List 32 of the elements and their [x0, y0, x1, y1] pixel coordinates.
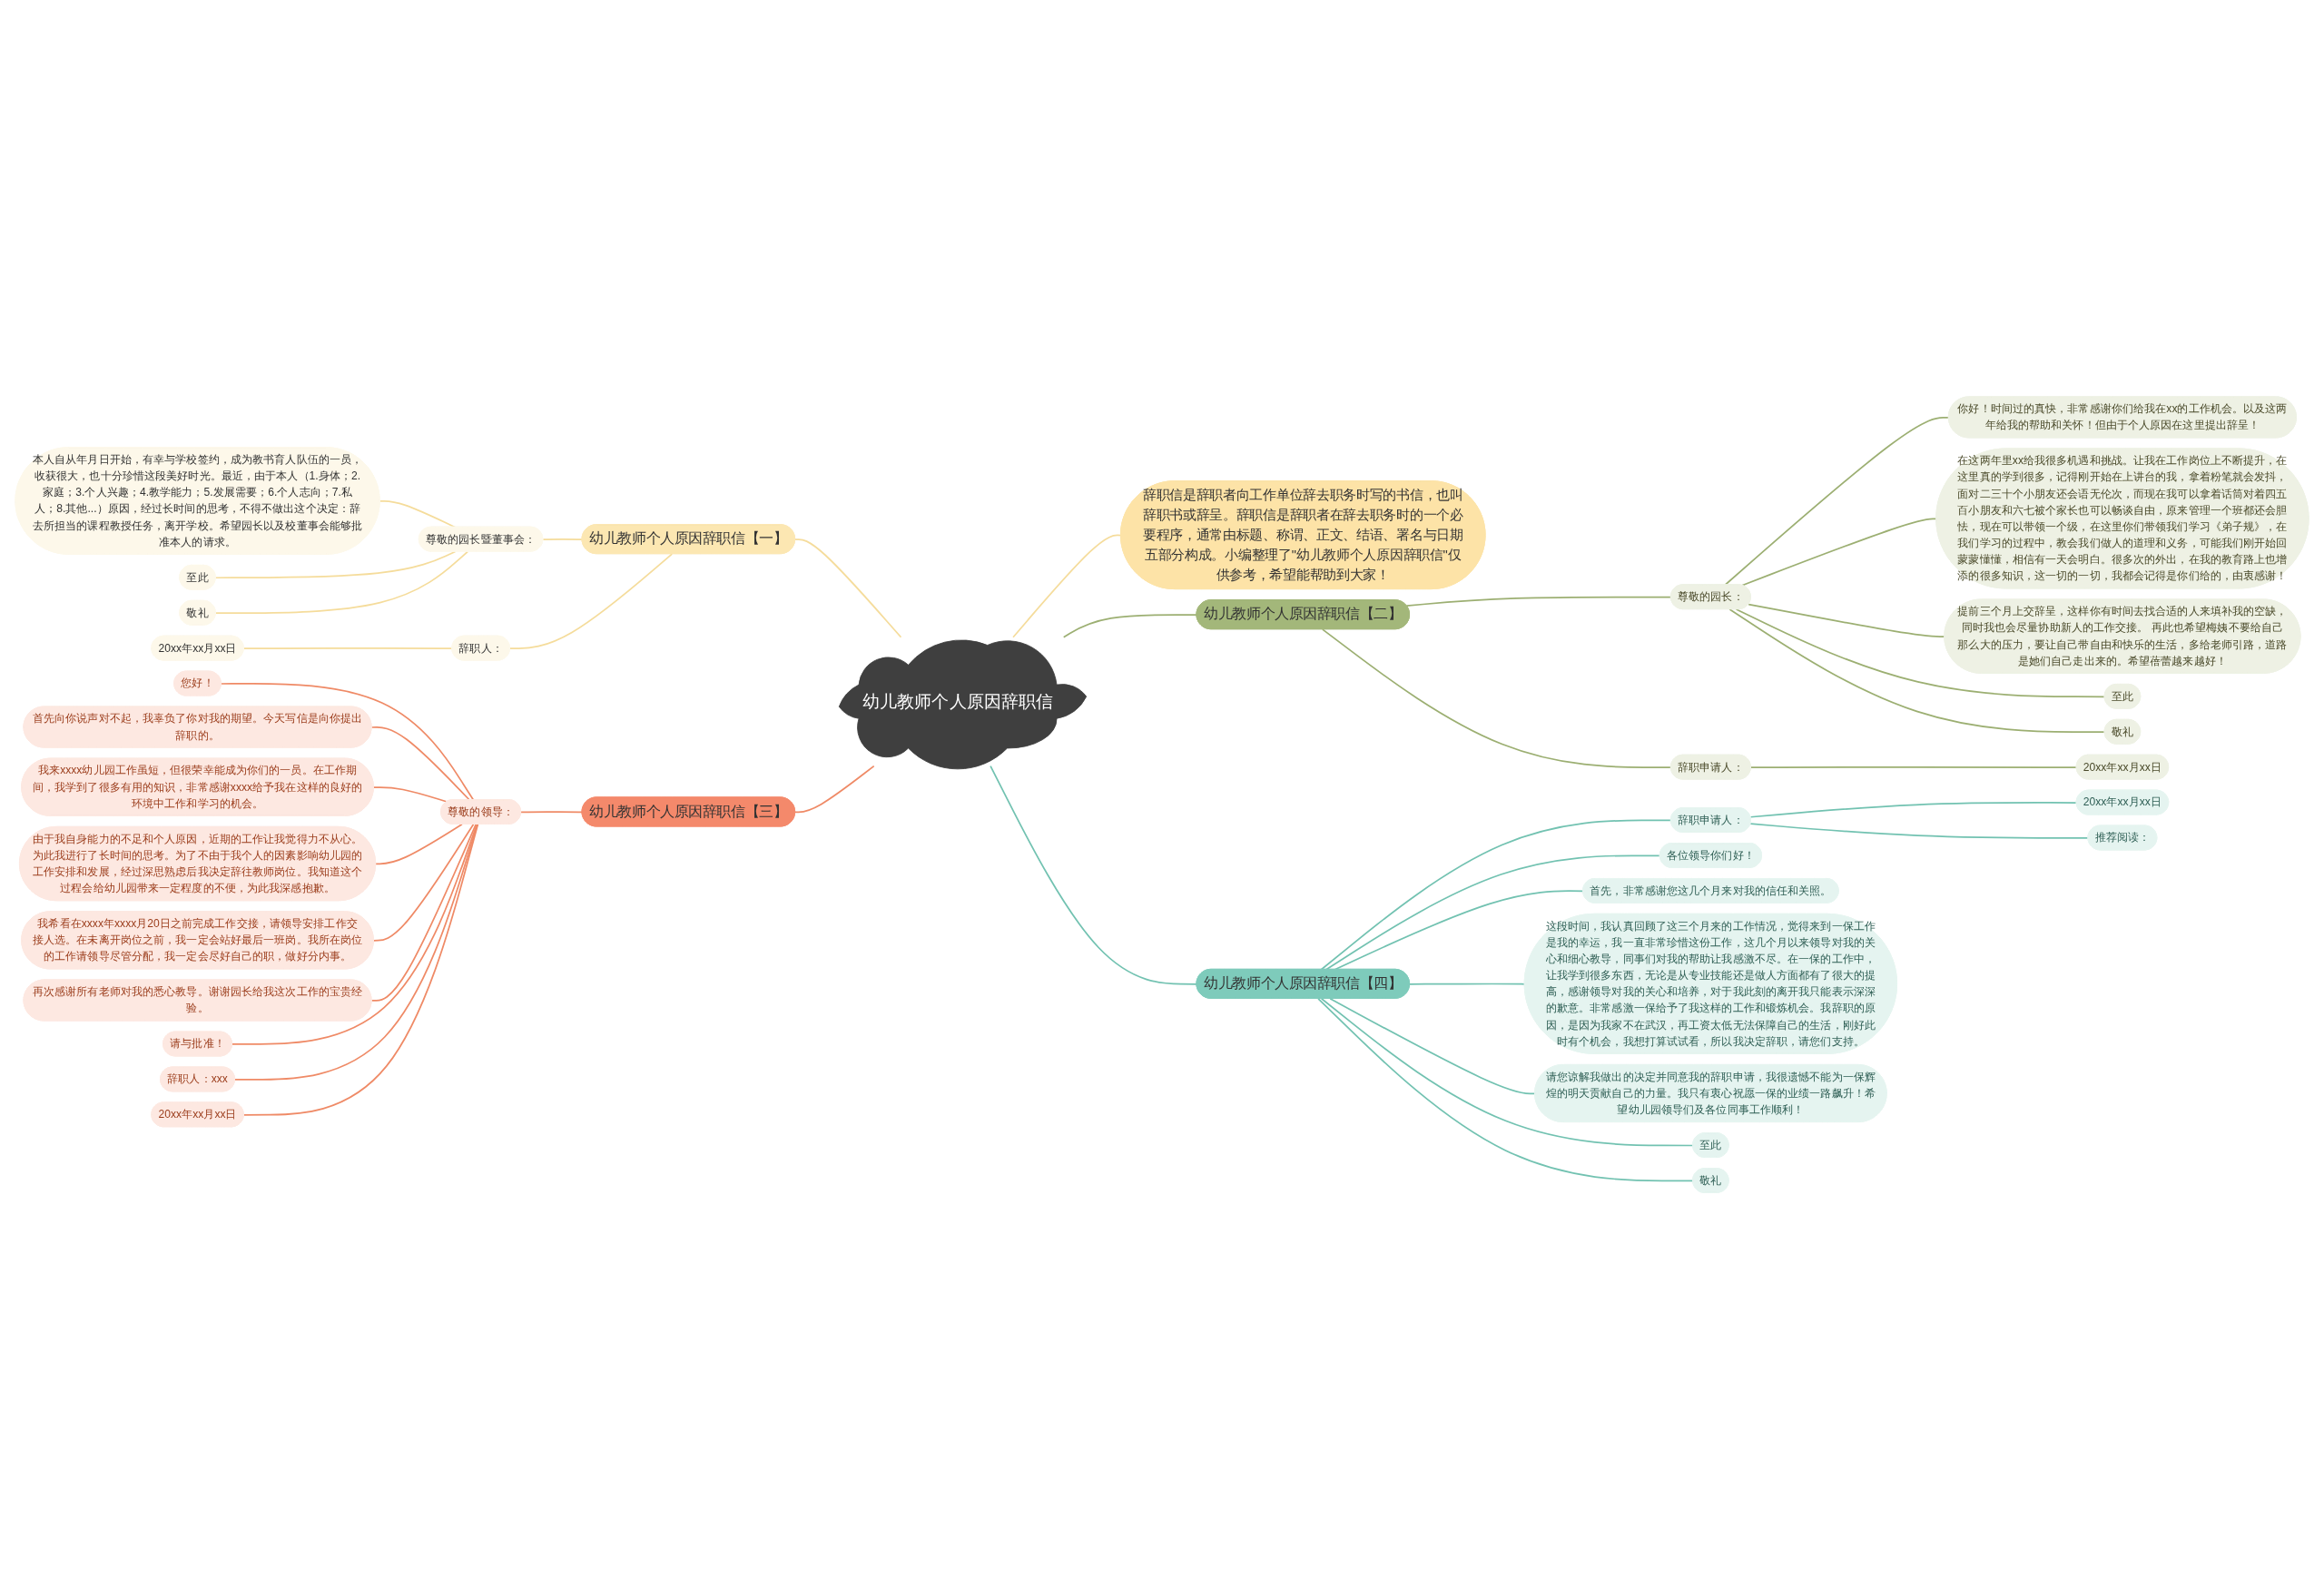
- connector: [1749, 766, 2078, 769]
- connector: [1728, 608, 2106, 734]
- connector: [1320, 819, 1672, 971]
- connector: [220, 683, 475, 802]
- connector: [370, 824, 478, 1002]
- connector: [1405, 597, 1672, 607]
- connector: [794, 538, 902, 638]
- connector: [214, 550, 469, 615]
- connector: [1329, 998, 1536, 1095]
- connector: [1317, 998, 1694, 1182]
- connector: [794, 765, 875, 814]
- connector: [990, 765, 1198, 985]
- connector: [1334, 890, 1584, 971]
- connector: [1322, 628, 1672, 769]
- connector: [1724, 417, 1950, 587]
- connector: [372, 786, 448, 804]
- connector: [214, 550, 457, 579]
- connector: [1735, 608, 2106, 698]
- connector: [370, 726, 470, 802]
- connector: [1012, 534, 1122, 638]
- connector: [509, 553, 674, 650]
- connector: [520, 811, 584, 814]
- connector: [1749, 802, 2078, 818]
- connector: [1320, 998, 1694, 1147]
- connector: [1062, 614, 1198, 638]
- connector: [1325, 854, 1661, 971]
- connector: [379, 500, 457, 528]
- connector: [542, 538, 584, 541]
- connector: [242, 647, 453, 650]
- connector: [1409, 983, 1526, 985]
- connector: [372, 824, 475, 942]
- connector: [375, 824, 463, 865]
